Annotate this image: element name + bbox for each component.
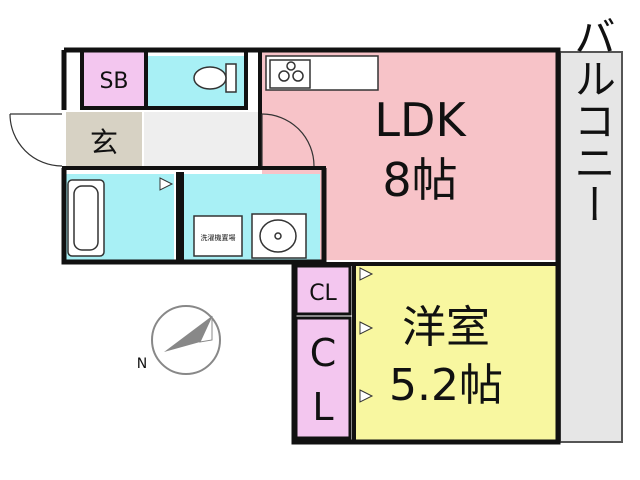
entrance-door-icon <box>9 113 63 167</box>
closet-small-label: CL <box>309 281 337 306</box>
bathtub-icon <box>67 179 105 257</box>
balcony-area <box>559 51 623 443</box>
closet-small <box>294 264 352 316</box>
ldk-door-icon <box>261 113 315 167</box>
closet-large-label-bottom: L <box>312 385 333 429</box>
washer-label: 洗濯機置場 <box>201 233 236 242</box>
stove-icon <box>269 59 311 89</box>
hall <box>144 112 260 166</box>
closet-large-label-top: C <box>310 331 337 375</box>
washer-space <box>193 215 243 257</box>
toilet-icon <box>193 63 237 93</box>
sink-icon <box>251 213 307 259</box>
sb-storage <box>84 52 144 108</box>
ldk-size: 8帖 <box>382 153 457 207</box>
balcony-label: バルコニー <box>568 15 617 225</box>
compass-label: N <box>137 356 147 372</box>
western-room <box>352 262 558 440</box>
ldk-name: LDK <box>374 93 467 147</box>
closet-large <box>294 316 352 440</box>
western-size: 5.2帖 <box>389 360 503 411</box>
entrance-label: 玄 <box>90 126 118 159</box>
compass-icon <box>151 305 221 375</box>
sb-label: SB <box>99 69 128 94</box>
western-name: 洋室 <box>402 302 490 353</box>
entrance-area <box>66 112 142 166</box>
